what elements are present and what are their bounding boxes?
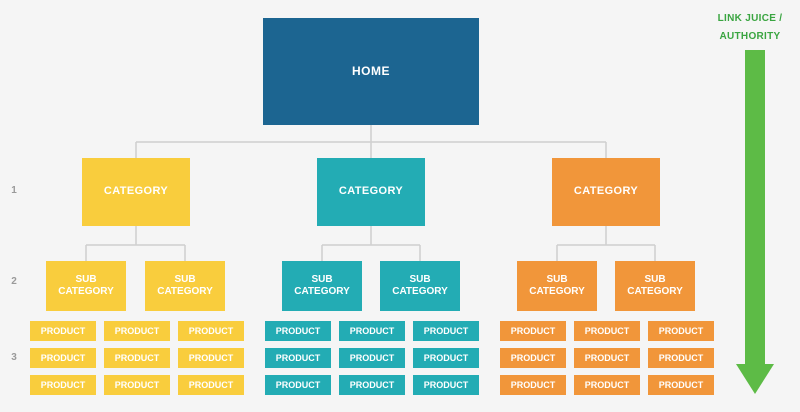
- product-node: PRODUCT: [500, 321, 566, 341]
- product-node: PRODUCT: [413, 348, 479, 368]
- level-label-1: 1: [11, 185, 17, 196]
- category-node-orange: CATEGORY: [552, 158, 660, 226]
- product-node: PRODUCT: [30, 375, 96, 395]
- product-node: PRODUCT: [178, 375, 244, 395]
- home-node: HOME: [263, 18, 479, 125]
- product-node: PRODUCT: [500, 348, 566, 368]
- product-node: PRODUCT: [648, 321, 714, 341]
- product-node: PRODUCT: [574, 321, 640, 341]
- product-node: PRODUCT: [574, 348, 640, 368]
- link-juice-label-line1: LINK JUICE /: [717, 13, 783, 24]
- product-node: PRODUCT: [30, 321, 96, 341]
- product-node: PRODUCT: [574, 375, 640, 395]
- product-node: PRODUCT: [104, 375, 170, 395]
- subcategory-label-line1: SUB: [174, 274, 196, 285]
- subcategory-label-line2: CATEGORY: [157, 286, 213, 297]
- product-node: PRODUCT: [648, 348, 714, 368]
- product-node: PRODUCT: [265, 348, 331, 368]
- subcategory-label-line1: SUB: [644, 274, 666, 285]
- product-node: PRODUCT: [339, 348, 405, 368]
- product-node: PRODUCT: [339, 375, 405, 395]
- down-arrow-icon: [736, 50, 774, 394]
- subcategory-label-line1: SUB: [409, 274, 431, 285]
- level-label-3: 3: [11, 352, 17, 363]
- subcategory-label-line2: CATEGORY: [392, 286, 448, 297]
- product-node: PRODUCT: [413, 321, 479, 341]
- subcategory-label-line1: SUB: [75, 274, 97, 285]
- product-node: PRODUCT: [648, 375, 714, 395]
- product-node: PRODUCT: [104, 348, 170, 368]
- product-node: PRODUCT: [339, 321, 405, 341]
- product-node: PRODUCT: [104, 321, 170, 341]
- subcategory-label-line1: SUB: [311, 274, 333, 285]
- product-node: PRODUCT: [30, 348, 96, 368]
- category-node-yellow: CATEGORY: [82, 158, 190, 226]
- subcategory-label-line2: CATEGORY: [529, 286, 585, 297]
- product-node: PRODUCT: [500, 375, 566, 395]
- product-node: PRODUCT: [178, 321, 244, 341]
- category-node-teal: CATEGORY: [317, 158, 425, 226]
- link-juice-label-line2: AUTHORITY: [719, 31, 781, 42]
- subcategory-label-line2: CATEGORY: [58, 286, 114, 297]
- product-node: PRODUCT: [265, 321, 331, 341]
- subcategory-label-line1: SUB: [546, 274, 568, 285]
- product-node: PRODUCT: [413, 375, 479, 395]
- product-node: PRODUCT: [265, 375, 331, 395]
- connector-lines: [85, 125, 656, 261]
- product-node: PRODUCT: [178, 348, 244, 368]
- level-label-2: 2: [11, 276, 17, 287]
- subcategory-label-line2: CATEGORY: [627, 286, 683, 297]
- subcategory-label-line2: CATEGORY: [294, 286, 350, 297]
- link-juice-label: LINK JUICE / AUTHORITY: [700, 10, 800, 46]
